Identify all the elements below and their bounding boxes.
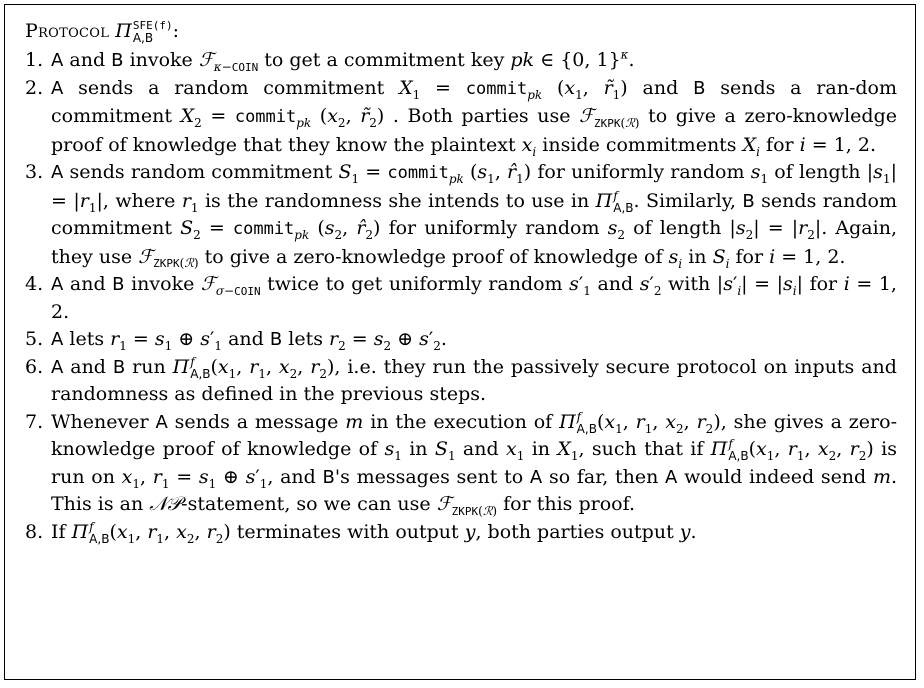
step-4: 4. A and B invoke ℱσ−COIN twice to get u…: [25, 273, 897, 323]
step-2: 2. A sends a random commitment X1 = comm…: [25, 76, 897, 159]
title-prefix: Protocol: [25, 20, 110, 42]
title-subscript: A,B: [132, 31, 154, 45]
step-3: 3. A sends random commitment S1 = commit…: [25, 161, 897, 271]
step-number: 7.: [25, 410, 44, 433]
protocol-steps: 1. A and B invoke ℱκ−COIN to get a commi…: [25, 47, 897, 546]
step-number: 1.: [25, 49, 44, 71]
title-colon: :: [172, 20, 179, 42]
step-7: 7. Whenever A sends a message m in the e…: [25, 409, 898, 518]
pi-symbol: Π: [115, 20, 132, 42]
step-number: 3.: [25, 161, 44, 183]
title-superscript: SFE(f): [132, 19, 173, 32]
step-number: 5.: [25, 328, 44, 350]
step-number: 8.: [25, 520, 44, 543]
step-number: 6.: [25, 355, 44, 378]
step-1: 1. A and B invoke ℱκ−COIN to get a commi…: [25, 47, 635, 74]
step-number: 2.: [25, 76, 44, 99]
step-number: 4.: [25, 273, 44, 295]
step-5: 5. A lets r1 = s1 ⊕ s′1 and B lets r2 = …: [25, 328, 447, 353]
